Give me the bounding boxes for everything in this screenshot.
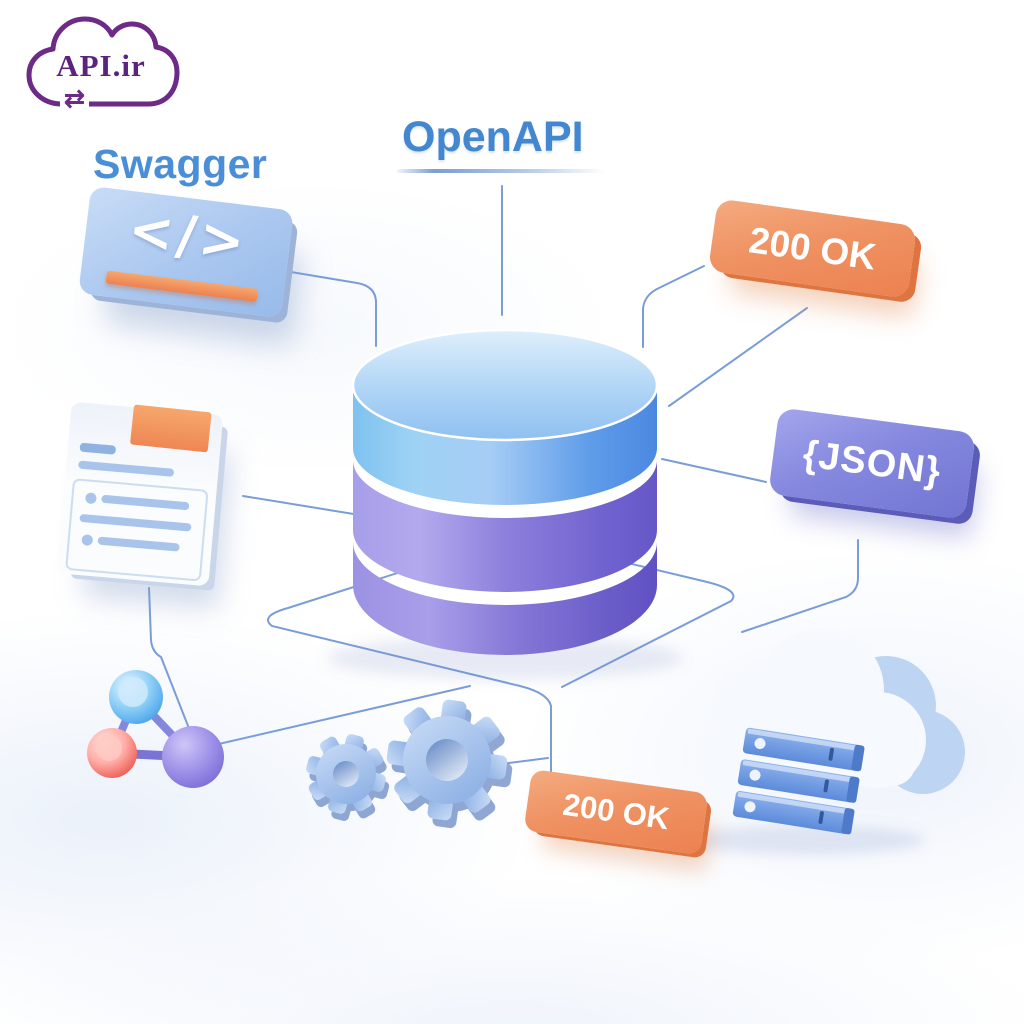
connector-doccard-db (242, 495, 373, 518)
network-node-purple (162, 726, 224, 788)
connector-db-json (661, 458, 767, 483)
cloud-body (698, 628, 926, 794)
network-node-red-highlight (96, 735, 122, 761)
sync-arrows-icon: ⇄ (60, 87, 89, 112)
connector-floor-right (561, 553, 735, 688)
gears-icon (306, 699, 513, 829)
doc-text-line (97, 536, 180, 552)
server-stack (732, 727, 865, 835)
database-layer-bottom (353, 542, 657, 655)
doc-bullet (81, 534, 94, 547)
database-top-face (351, 328, 659, 442)
doc-bullet (84, 492, 97, 505)
cloud-shadow (685, 825, 925, 855)
status-badge-top-label: 200 OK (746, 218, 879, 278)
doc-text-line (101, 494, 190, 511)
connector-200ok-db-diagonal (668, 307, 808, 407)
server-unit (732, 791, 855, 835)
cloud-sync-arrows-icon (26, 16, 180, 107)
logo: API.ir ⇄ (12, 8, 184, 126)
doc-text-line (79, 442, 117, 455)
gear-small (306, 734, 390, 821)
doc-text-line (79, 513, 192, 532)
network-node-blue-highlight (118, 677, 148, 707)
doc-inner-box (65, 478, 209, 582)
database-layer-middle (353, 460, 657, 592)
json-badge-label: {JSON} (800, 433, 944, 493)
database-shadow (327, 636, 683, 680)
status-badge-bottom-label: 200 OK (560, 786, 672, 837)
doc-text-line (77, 460, 175, 477)
connector-doccard-network (148, 587, 191, 732)
openapi-underline (397, 169, 605, 173)
connector-network-floor (196, 685, 471, 750)
database-cylinder-icon (327, 328, 683, 680)
openapi-title: OpenAPI (402, 113, 584, 161)
gear-large (386, 699, 513, 829)
connector-200ok-db-elbow (642, 265, 705, 348)
code-card-accent-bar (105, 270, 259, 302)
network-nodes-icon (87, 670, 224, 788)
connector-json-cloud (741, 539, 859, 633)
api-doc-list-icon (56, 401, 224, 587)
logo-text: API.ir (56, 48, 146, 83)
swagger-title: Swagger (93, 141, 268, 187)
cloud-server-icon (685, 628, 965, 855)
server-unit (737, 759, 860, 803)
server-unit (742, 727, 865, 772)
doc-card-orange-tab (129, 404, 212, 453)
database-layer-top-side (353, 385, 657, 505)
connector-swagger-db (290, 271, 377, 347)
